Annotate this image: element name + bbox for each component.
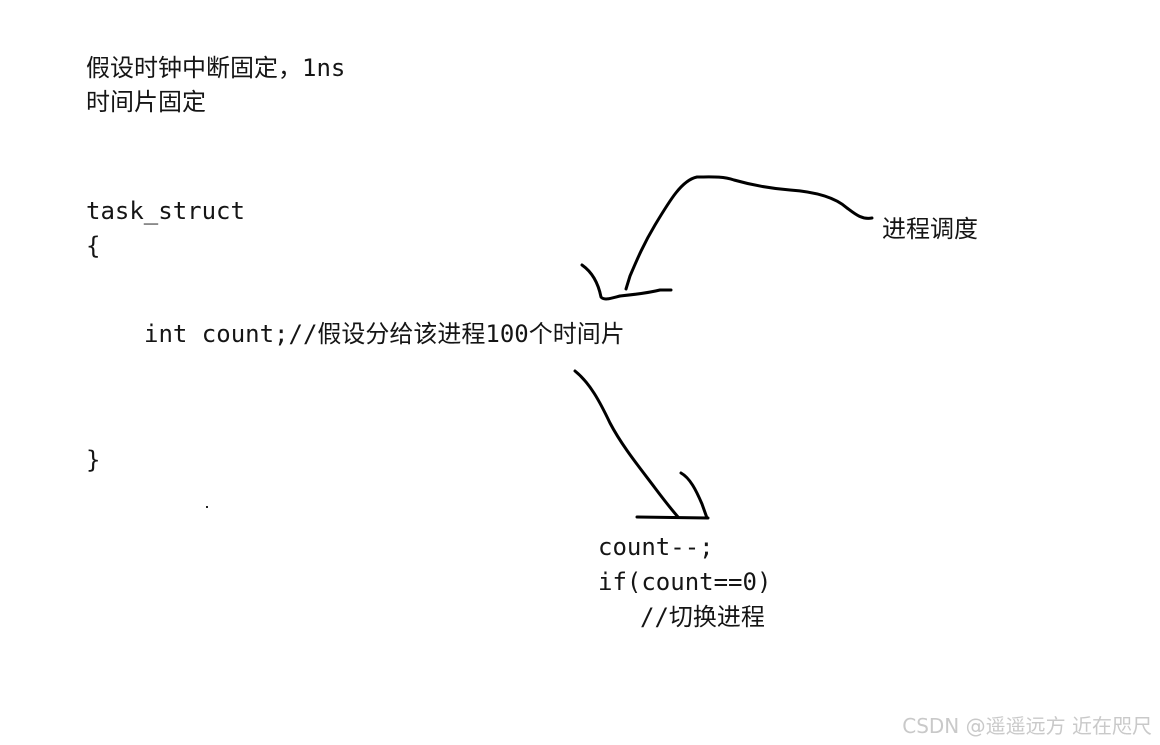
scheduling-arrow-head-right — [618, 288, 673, 298]
scheduling-arrow-curve — [624, 175, 874, 291]
note-line-1: 假设时钟中断固定，1ns — [86, 54, 346, 82]
scheduling-arrow-head-left — [580, 263, 622, 301]
decrement-arrow-baseline — [635, 515, 710, 520]
struct-open-brace: { — [86, 232, 101, 260]
note-line-2: 时间片固定 — [86, 88, 206, 116]
decrement-arrow-head-right — [679, 471, 709, 520]
scheduling-label: 进程调度 — [882, 215, 978, 243]
struct-close-brace: } — [86, 446, 101, 474]
stray-dot — [206, 506, 208, 508]
handler-line-3: //切换进程 — [640, 603, 765, 631]
decrement-arrow-shaft — [573, 369, 680, 519]
csdn-watermark: CSDN @遥遥远方 近在咫尺 — [902, 714, 1152, 738]
struct-name: task_struct — [86, 197, 245, 225]
struct-field-count: int count;//假设分给该进程100个时间片 — [144, 320, 625, 348]
handler-line-2: if(count==0) — [598, 568, 772, 596]
handler-line-1: count--; — [598, 533, 714, 561]
